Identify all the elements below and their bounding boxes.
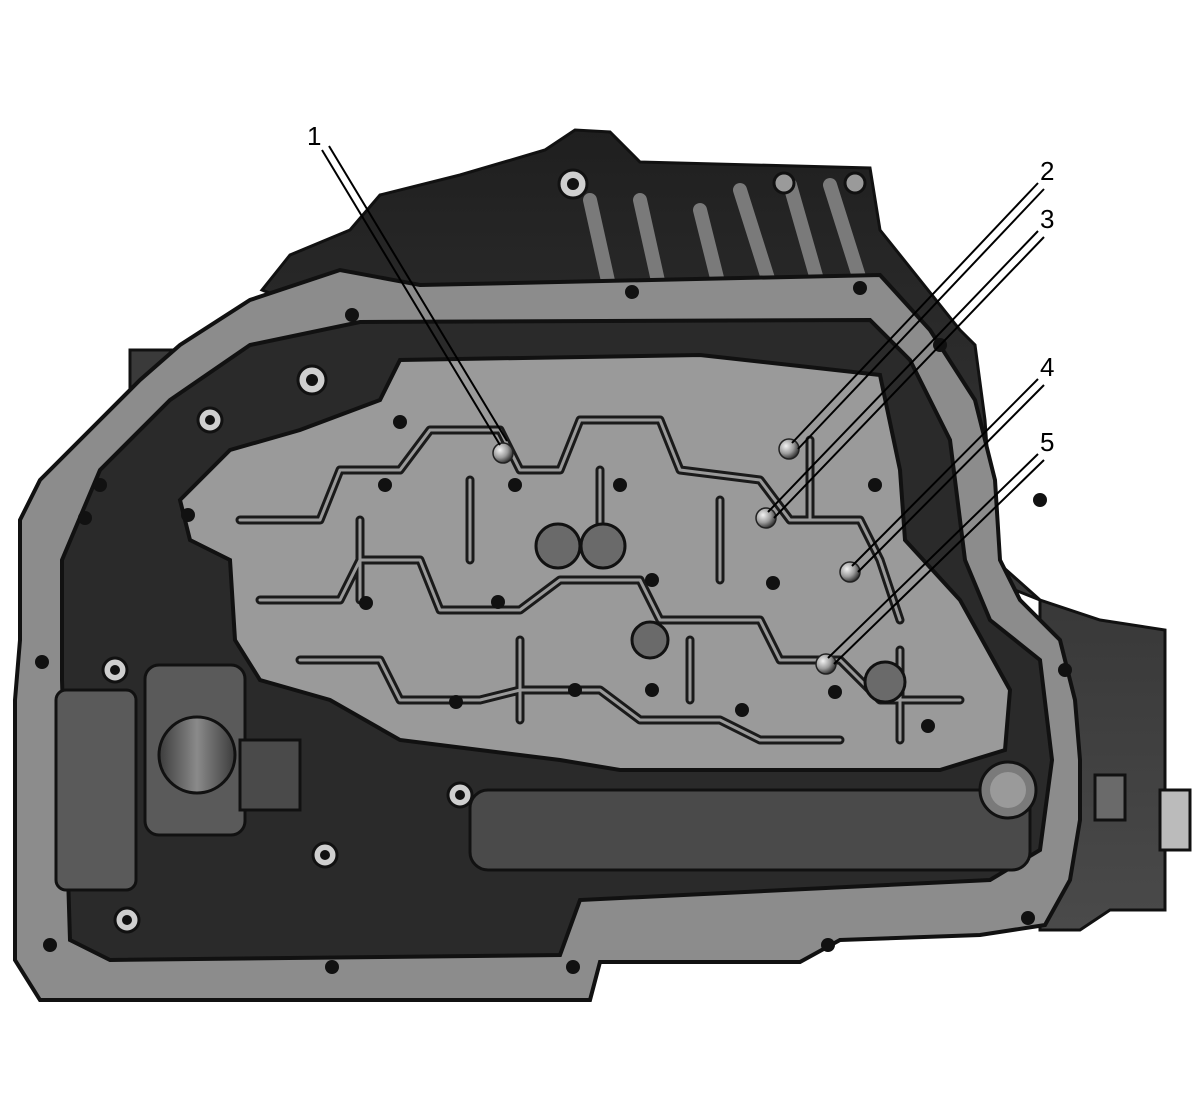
valve-channel-plate bbox=[177, 352, 1013, 772]
bolt-hole-icon bbox=[491, 595, 505, 609]
bolt-hole-icon bbox=[868, 478, 882, 492]
bolt-hole-icon bbox=[853, 281, 867, 295]
bolt-hole-icon bbox=[735, 703, 749, 717]
bolt-hole-icon bbox=[1058, 663, 1072, 677]
bolt-hole-icon bbox=[645, 573, 659, 587]
leader-line-3 bbox=[767, 230, 1045, 519]
bolt-hole-icon bbox=[181, 508, 195, 522]
bolt-hole-icon bbox=[78, 511, 92, 525]
callout-leaders bbox=[321, 145, 1045, 665]
bolt-hole-icon bbox=[566, 960, 580, 974]
callout-label-1: 1 bbox=[307, 121, 321, 151]
bolt-hole-icon bbox=[613, 478, 627, 492]
bolt-hole-icon bbox=[508, 478, 522, 492]
bolt-hole-icon bbox=[93, 478, 107, 492]
valve-bores bbox=[54, 663, 1038, 892]
callout-label-5: 5 bbox=[1040, 427, 1054, 457]
bolt-hole-icon bbox=[828, 685, 842, 699]
callout-label-2: 2 bbox=[1040, 156, 1054, 186]
check-ball-icon bbox=[839, 561, 861, 583]
callout-label-4: 4 bbox=[1040, 352, 1054, 382]
leader-line-5 bbox=[827, 453, 1045, 665]
check-ball-icon bbox=[755, 507, 777, 529]
bolt-hole-icon bbox=[196, 406, 224, 434]
leader-line-1 bbox=[321, 145, 508, 446]
check-ball-icon bbox=[492, 442, 514, 464]
bolt-hole-icon bbox=[393, 415, 407, 429]
bolt-hole-icon bbox=[345, 308, 359, 322]
bolt-hole-icon bbox=[35, 655, 49, 669]
bolt-hole-icon bbox=[1021, 911, 1035, 925]
leader-line-4 bbox=[851, 378, 1045, 573]
check-ball-icon bbox=[778, 438, 800, 460]
bolt-hole-icon bbox=[378, 478, 392, 492]
bolt-hole-icon bbox=[101, 656, 129, 684]
bolt-hole-icon bbox=[625, 285, 639, 299]
bolt-hole-icon bbox=[113, 906, 141, 934]
bolt-hole-icon bbox=[296, 364, 328, 396]
check-ball-icon bbox=[815, 653, 837, 675]
bolt-holes bbox=[35, 281, 1072, 974]
callout-labels: 1 2 3 4 5 bbox=[307, 121, 1054, 457]
bolt-hole-icon bbox=[568, 683, 582, 697]
bolt-hole-icon bbox=[921, 719, 935, 733]
bolt-hole-icon bbox=[645, 683, 659, 697]
leader-line-2 bbox=[791, 182, 1045, 450]
callout-label-3: 3 bbox=[1040, 204, 1054, 234]
bolt-hole-icon bbox=[1033, 493, 1047, 507]
bolt-hole-icon bbox=[311, 841, 339, 869]
bolt-hole-icon bbox=[821, 938, 835, 952]
bolt-hole-icon bbox=[325, 960, 339, 974]
bolt-hole-icon bbox=[766, 576, 780, 590]
check-balls bbox=[492, 438, 861, 675]
bolt-hole-icon bbox=[446, 781, 474, 809]
bolt-hole-icon bbox=[359, 596, 373, 610]
bolt-hole-icon bbox=[449, 695, 463, 709]
bolt-hole-icon bbox=[43, 938, 57, 952]
